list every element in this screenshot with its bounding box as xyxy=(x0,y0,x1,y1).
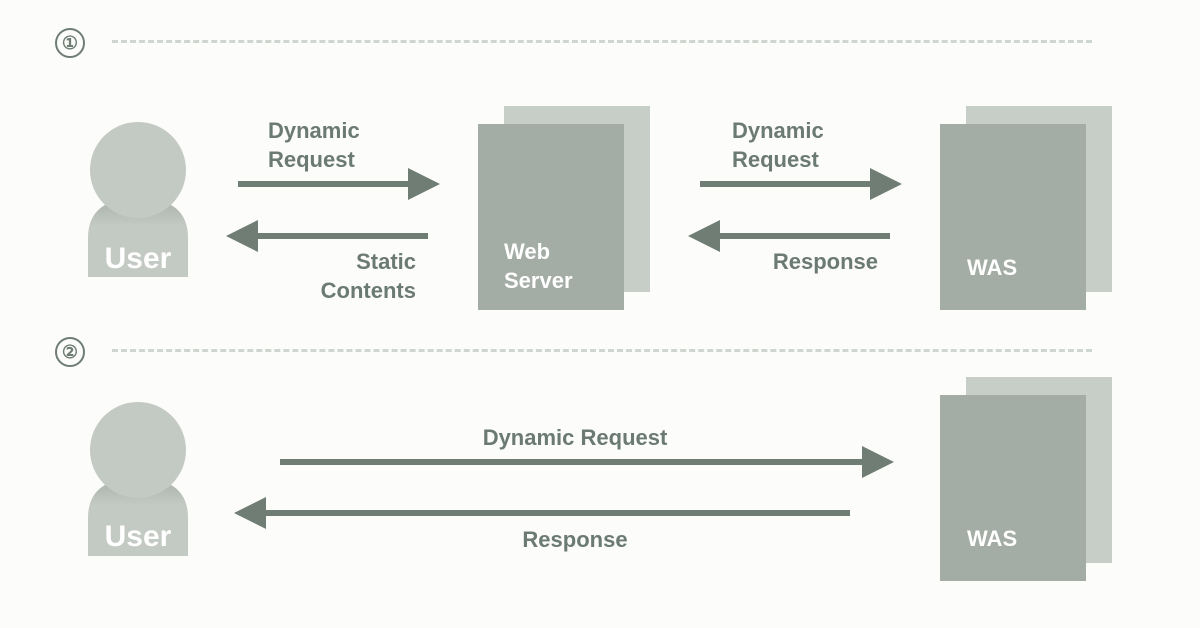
label-line: Request xyxy=(268,147,355,172)
label-line: Request xyxy=(732,147,819,172)
sheet-front xyxy=(940,395,1086,581)
label-user-to-was: Dynamic Request xyxy=(482,425,668,450)
label-line: Dynamic xyxy=(732,118,824,143)
label-line: Static xyxy=(356,249,416,274)
server-stack-icon xyxy=(940,377,1112,581)
step-number-2: ② xyxy=(55,337,85,367)
arrow-right-icon xyxy=(280,446,894,478)
user-label: User xyxy=(104,520,172,553)
arrow-right-icon xyxy=(238,168,440,200)
label-line: Contents xyxy=(320,278,416,303)
label-was-to-user: Response xyxy=(522,527,628,552)
server-stack-icon xyxy=(478,106,650,310)
was-label: WAS xyxy=(967,255,1018,280)
arrow-left-icon xyxy=(688,220,890,252)
web-server-label: Web Server xyxy=(504,237,573,295)
sheet-front xyxy=(940,124,1086,310)
label-line: Web xyxy=(504,239,551,264)
label-user-to-web: Dynamic Request xyxy=(268,116,360,174)
label-line: Server xyxy=(504,268,573,293)
sheet-front xyxy=(478,124,624,310)
section-divider-1 xyxy=(112,40,1092,43)
step-number-1: ① xyxy=(55,28,85,58)
user-label: User xyxy=(104,242,172,275)
label-was-to-web: Response xyxy=(772,249,878,274)
user-icon xyxy=(88,120,188,280)
arrow-right-icon xyxy=(700,168,902,200)
was-label: WAS xyxy=(967,526,1018,551)
label-web-to-was: Dynamic Request xyxy=(732,116,824,174)
arrow-left-icon xyxy=(234,497,850,529)
section-divider-2 xyxy=(112,349,1092,352)
user-icon xyxy=(88,400,188,560)
label-web-to-user: Static Contents xyxy=(300,247,416,305)
label-line: Dynamic xyxy=(268,118,360,143)
arrow-left-icon xyxy=(226,220,428,252)
server-stack-icon xyxy=(940,106,1112,310)
